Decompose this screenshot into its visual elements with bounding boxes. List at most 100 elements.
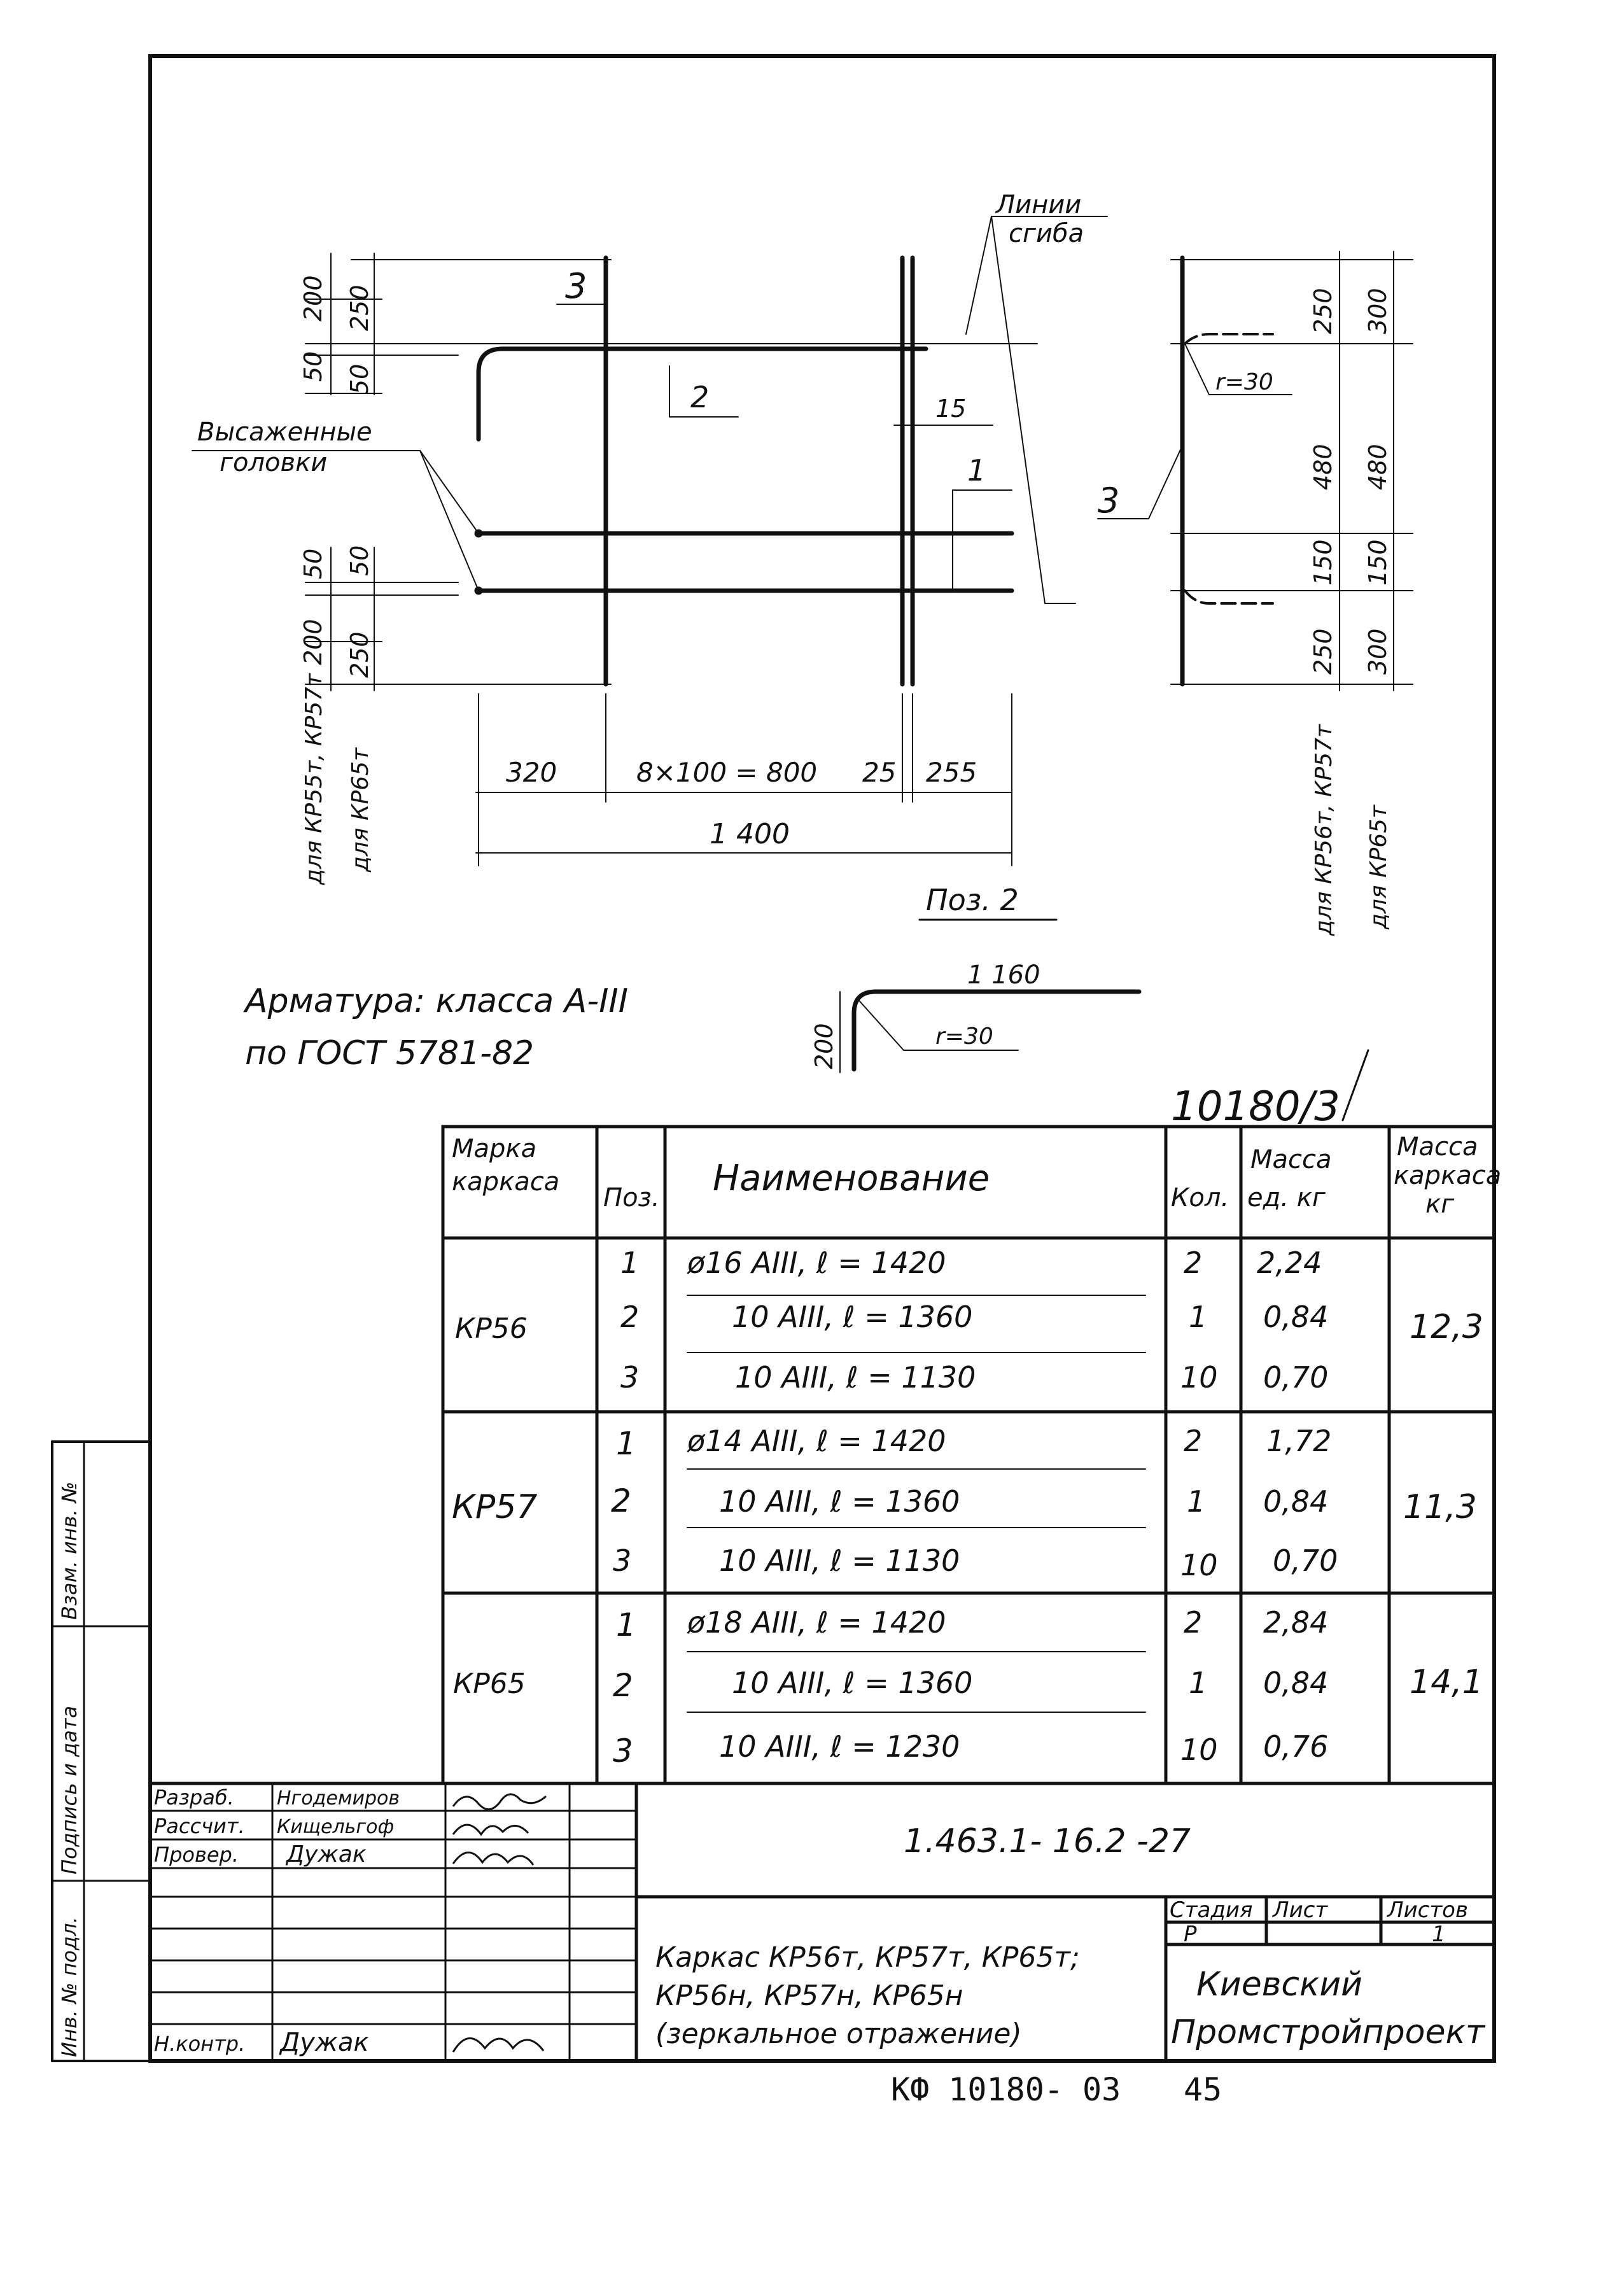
- group-total: 11,3: [1403, 1488, 1477, 1526]
- row-pos: 1: [616, 1425, 636, 1462]
- row-name: 10 АIII, ℓ = 1130: [735, 1360, 976, 1395]
- bending-lines-label-2: сгиба: [1009, 219, 1084, 248]
- row-qty: 10: [1180, 1733, 1218, 1767]
- side-dim-b-0: 300: [1364, 288, 1392, 334]
- leader: [419, 450, 479, 591]
- row-qty: 2: [1184, 1424, 1202, 1458]
- archive-number: КФ 10180- 03: [891, 2071, 1121, 2108]
- dim-left-50a: 50: [299, 351, 327, 382]
- header-total-3: кг: [1425, 1190, 1455, 1219]
- sheet-mark-stroke: [1341, 1049, 1369, 1121]
- dim-left-bot-250: 250: [346, 631, 374, 678]
- side-for-kr56: для КР56т, КР57т: [1311, 724, 1337, 936]
- role-name: Нгодемиров: [277, 1787, 400, 1810]
- row-name: 10 АIII, ℓ = 1130: [719, 1543, 960, 1578]
- role-name: Кищельгоф: [277, 1816, 394, 1838]
- dim-320: 320: [506, 757, 557, 788]
- sheets-value: 1: [1432, 1922, 1446, 1947]
- row-qty: 2: [1184, 1605, 1202, 1640]
- header-mark-1: Марка: [452, 1134, 536, 1164]
- header-total-2: каркаса: [1394, 1161, 1501, 1190]
- side-dim-a-2: 150: [1309, 539, 1337, 586]
- strip-sign-date: Подпись и дата: [57, 1706, 81, 1874]
- signature: [452, 2037, 545, 2053]
- dim-25: 25: [862, 757, 896, 788]
- signature: [452, 1824, 529, 1836]
- row-qty: 1: [1187, 1484, 1205, 1519]
- row-mass: 1,72: [1266, 1424, 1331, 1458]
- group-mark: КР56: [455, 1312, 528, 1345]
- pos2-r30: r=30: [935, 1023, 993, 1050]
- pos3-left-label: 3: [565, 266, 587, 306]
- leader: [419, 450, 479, 534]
- row-qty: 10: [1180, 1360, 1218, 1395]
- header-name: Наименование: [713, 1158, 990, 1199]
- rebar-note-2: по ГОСТ 5781-82: [245, 1034, 534, 1072]
- row-name: ø16 АIII, ℓ = 1420: [687, 1246, 946, 1280]
- row-mass: 0,70: [1263, 1360, 1328, 1395]
- description-1: Каркас КР56т, КР57т, КР65т;: [655, 1941, 1080, 1974]
- header-total-1: Масса: [1397, 1132, 1478, 1162]
- dim-left-50b: 50: [346, 364, 374, 395]
- group-mark: КР65: [453, 1668, 526, 1700]
- role-name: Дужак: [279, 2028, 369, 2057]
- row-name: 10 АIII, ℓ = 1360: [732, 1300, 972, 1334]
- description-3: (зеркальное отражение): [655, 2018, 1022, 2050]
- stage-header: Стадия: [1170, 1897, 1252, 1923]
- row-name: ø18 АIII, ℓ = 1420: [687, 1605, 946, 1640]
- sheets-header: Листов: [1386, 1897, 1468, 1923]
- for-kr55-label: для КР55т, КР57т: [301, 673, 327, 885]
- row-name: ø14 АIII, ℓ = 1420: [687, 1424, 946, 1458]
- dim-8x100: 8×100 = 800: [636, 757, 817, 788]
- header-pos: Поз.: [603, 1183, 660, 1213]
- row-pos: 3: [620, 1360, 639, 1395]
- pos3-right-label: 3: [1098, 481, 1119, 521]
- page-number: 45: [1184, 2071, 1222, 2108]
- leader: [1184, 343, 1210, 395]
- dim-left-bot-50b: 50: [346, 545, 374, 576]
- header-qty: Кол.: [1171, 1183, 1229, 1213]
- row-mass: 0,84: [1263, 1666, 1328, 1700]
- for-kr65-label: для КР65т: [347, 747, 374, 873]
- strip-inv-orig: Инв. № подл.: [57, 1916, 81, 2057]
- group-mark: КР57: [452, 1488, 537, 1526]
- rebar-note-1: Арматура: класса А-III: [243, 982, 628, 1020]
- spec-table-row-lines: [687, 1295, 1146, 1713]
- pos2-label: 2: [690, 380, 709, 414]
- sheet-frame: [148, 54, 1496, 2063]
- dim-left-250: 250: [346, 285, 374, 331]
- dim-255: 255: [926, 757, 977, 788]
- row-pos: 2: [613, 1667, 633, 1704]
- role-label: Н.контр.: [154, 2032, 245, 2056]
- upset-heads-label-1: Высаженные: [197, 418, 372, 447]
- side-dim-b-3: 300: [1364, 628, 1392, 675]
- side-r30: r=30: [1215, 369, 1273, 395]
- doc-code: 1.463.1- 16.2 -27: [904, 1822, 1191, 1860]
- header-unit-mass-1: Масса: [1250, 1145, 1332, 1174]
- group-total: 12,3: [1410, 1308, 1483, 1346]
- side-dim-b-1: 480: [1364, 444, 1392, 490]
- row-mass: 0,84: [1263, 1484, 1328, 1519]
- row-qty: 2: [1184, 1246, 1202, 1280]
- row-mass: 0,70: [1273, 1543, 1338, 1578]
- pos2-title: Поз. 2: [926, 883, 1019, 917]
- row-pos: 3: [613, 1543, 631, 1578]
- group-total: 14,1: [1410, 1663, 1483, 1701]
- org-2: Промстройпроект: [1171, 2013, 1486, 2051]
- title-block-rows: [149, 1782, 638, 2062]
- pos2-dim-200: 200: [810, 1023, 838, 1069]
- row-qty: 10: [1180, 1548, 1218, 1582]
- dim-left-bot-200: 200: [299, 619, 327, 665]
- dim-left-bot-50a: 50: [299, 549, 327, 579]
- stage-value: Р: [1184, 1922, 1197, 1947]
- signature: [452, 1852, 535, 1866]
- row-qty: 1: [1189, 1300, 1207, 1334]
- row-pos: 1: [616, 1607, 636, 1643]
- row-mass: 2,24: [1257, 1246, 1322, 1280]
- role-label: Провер.: [154, 1843, 239, 1867]
- bar-pos2: [476, 346, 928, 442]
- side-dim-a-0: 250: [1309, 288, 1337, 334]
- dim-1400: 1 400: [710, 818, 790, 850]
- leader: [991, 216, 1046, 604]
